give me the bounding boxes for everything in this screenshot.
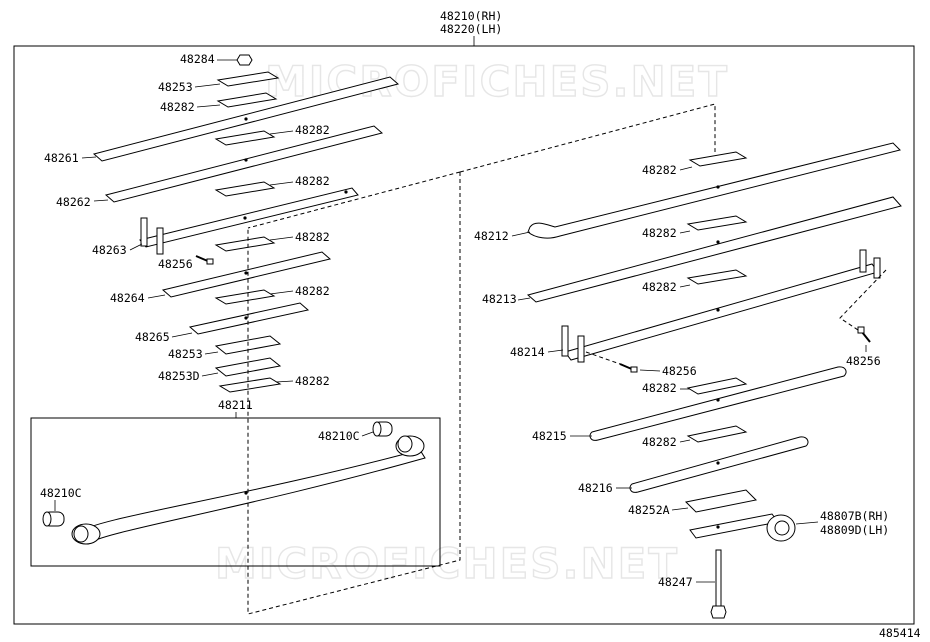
part-48282-pad-r4[interactable] [686,377,748,395]
label-48282-f[interactable]: 48282 [295,374,330,388]
label-48282-a[interactable]: 48282 [160,100,195,114]
label-48807B[interactable]: 48807B(RH) [820,509,889,523]
connector-dashed-main [247,172,461,615]
part-48256-bolt-b[interactable] [619,363,638,373]
label-48282-r4[interactable]: 48282 [642,381,677,395]
part-48211-leaf-with-eyes[interactable] [71,435,426,545]
part-48210C-bushing-a[interactable] [372,421,393,437]
header-part-lh: 48220(LH) [440,22,502,36]
label-48263[interactable]: 48263 [92,243,127,257]
part-48282-pad-f[interactable] [218,377,282,393]
part-48282-pad-b[interactable] [214,130,276,146]
connector-dashed-top [459,103,716,173]
label-48261[interactable]: 48261 [44,151,79,165]
part-48282-pad-r5[interactable] [686,425,748,443]
label-48282-r3[interactable]: 48282 [642,280,677,294]
part-48212-leaf[interactable] [527,142,901,239]
part-48256-bolt-a[interactable] [195,255,214,265]
part-48265-leaf[interactable] [188,302,310,335]
label-48252A[interactable]: 48252A [628,503,670,517]
label-48212[interactable]: 48212 [474,229,509,243]
part-48247-center-bolt[interactable] [710,549,727,619]
label-48213[interactable]: 48213 [482,292,517,306]
part-48214-leaf[interactable] [561,249,881,363]
label-48210C-a[interactable]: 48210C [318,429,360,443]
label-48214[interactable]: 48214 [510,345,545,359]
part-48213-leaf[interactable] [526,196,902,303]
part-48282-pad-r3[interactable] [686,269,748,285]
figure-number: 485414 [879,626,921,640]
label-48253D[interactable]: 48253D [158,369,200,383]
part-48282-pad-e[interactable] [214,289,276,305]
label-48265[interactable]: 48265 [135,330,170,344]
part-48262-leaf[interactable] [104,125,384,203]
part-48253-pad[interactable] [216,71,280,87]
label-48215[interactable]: 48215 [532,429,567,443]
part-48210C-bushing-b[interactable] [42,511,65,527]
label-48264[interactable]: 48264 [110,291,145,305]
part-48284-nut[interactable] [236,54,253,66]
label-48256-b[interactable]: 48256 [662,364,697,378]
label-48253-b[interactable]: 48253 [168,347,203,361]
label-48247[interactable]: 48247 [658,575,693,589]
label-48211[interactable]: 48211 [218,398,253,412]
assembly-frame [13,45,915,625]
label-48282-b[interactable]: 48282 [295,123,330,137]
sub-assembly-48211-box [30,417,441,567]
label-48256-a[interactable]: 48256 [158,257,193,271]
label-48282-c[interactable]: 48282 [295,174,330,188]
part-48253D-pad[interactable] [214,357,282,377]
label-48253-a[interactable]: 48253 [158,80,193,94]
part-48282-pad-d[interactable] [214,236,276,252]
part-48282-pad-r2[interactable] [686,215,748,231]
part-48807B-bracket[interactable] [689,513,796,542]
label-48256-c[interactable]: 48256 [846,354,881,368]
part-48252A-pad[interactable] [684,489,758,513]
part-48282-pad-c[interactable] [214,181,276,197]
part-48263-leaf[interactable] [139,187,359,255]
label-48262[interactable]: 48262 [56,195,91,209]
label-48282-r5[interactable]: 48282 [642,435,677,449]
label-48282-e[interactable]: 48282 [295,284,330,298]
label-48284[interactable]: 48284 [180,52,215,66]
connector-dashed-left [247,171,461,229]
label-48809D[interactable]: 48809D(LH) [820,523,889,537]
label-48282-r2[interactable]: 48282 [642,226,677,240]
header-part-rh: 48210(RH) [440,9,502,23]
label-48210C-b[interactable]: 48210C [40,486,82,500]
part-48256-bolt-c[interactable] [857,326,871,343]
label-48282-d[interactable]: 48282 [295,230,330,244]
label-48216[interactable]: 48216 [578,481,613,495]
label-48282-r1[interactable]: 48282 [642,163,677,177]
part-48282-pad-r1[interactable] [688,151,748,167]
part-48282-pad-a[interactable] [216,92,278,108]
